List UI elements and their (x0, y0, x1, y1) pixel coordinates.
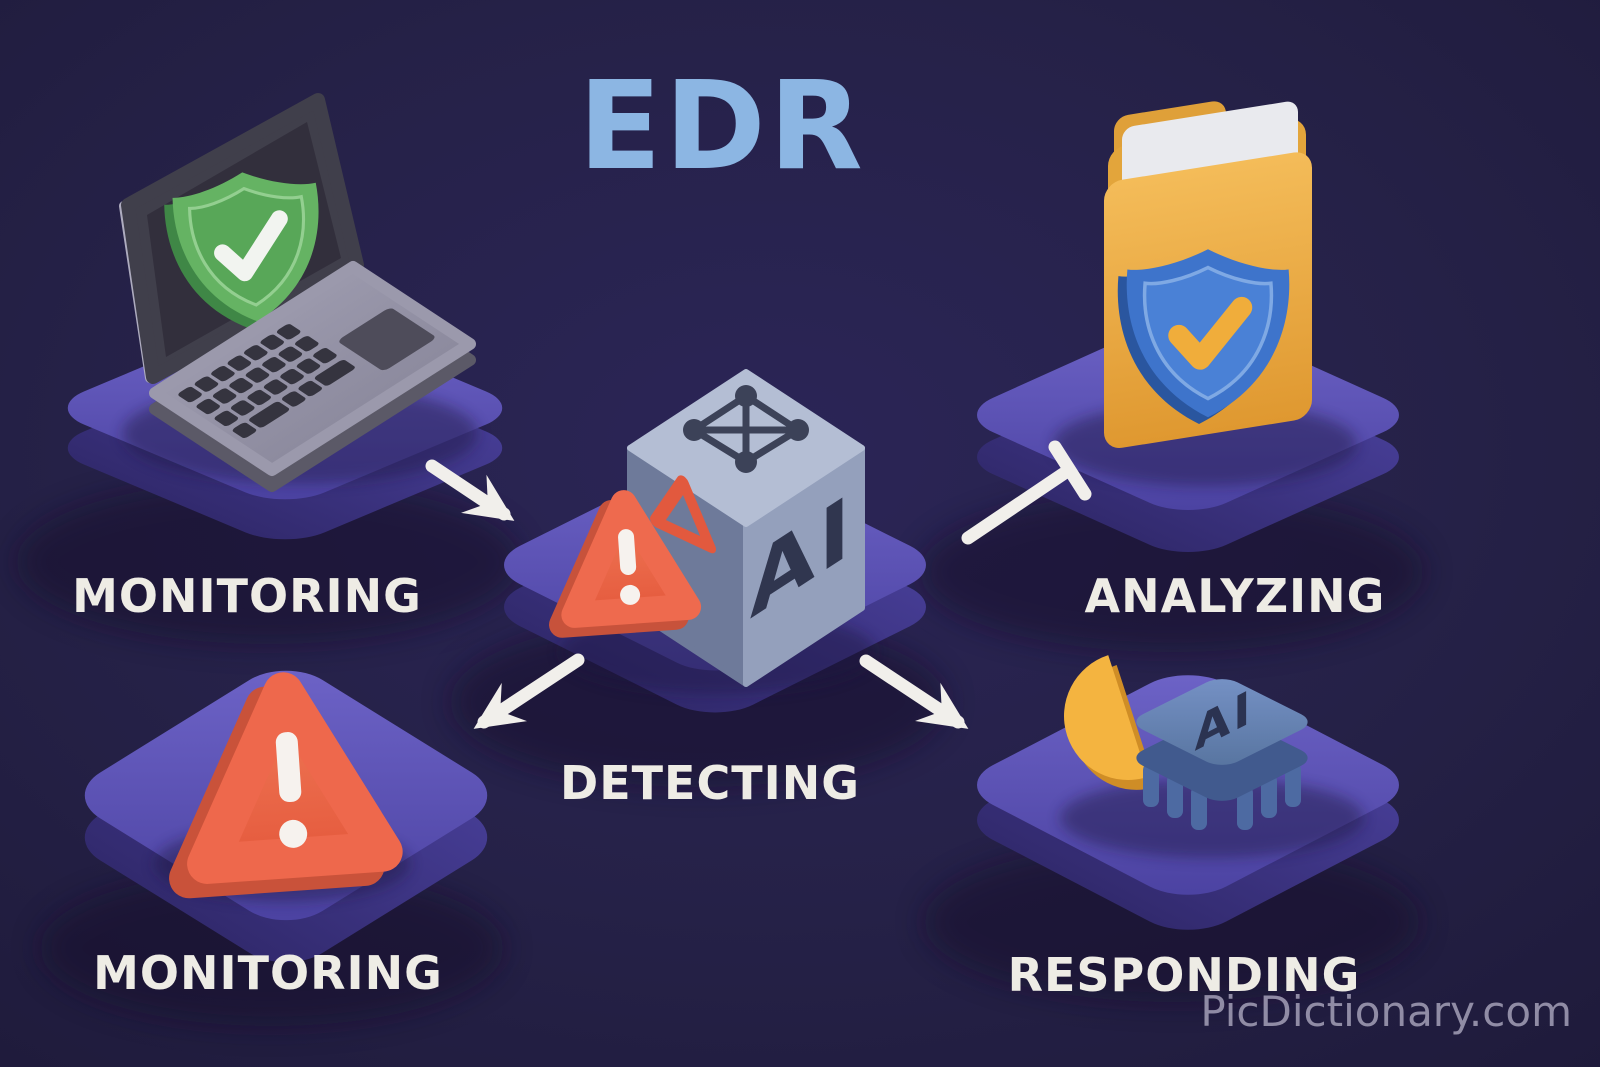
station-analyzing: ANALYZING (920, 101, 1424, 652)
label-monitoring-bottom: MONITORING (93, 946, 443, 1000)
arrow-detecting-to-responding (859, 654, 969, 729)
network-graph-icon (683, 385, 809, 473)
exclamation-bar (618, 529, 637, 575)
flow-arrows (425, 440, 1092, 729)
platform-shadow (920, 492, 1424, 652)
pie-chart-icon (1064, 655, 1157, 790)
exclamation-dot (620, 584, 641, 605)
pie-top (1064, 655, 1148, 780)
arrow-monitoring-to-detecting (425, 459, 515, 521)
ai-chip-pie-icon: AI (1060, 655, 1364, 858)
station-monitoring-bottom: MONITORING (40, 670, 504, 1026)
chip-top (1136, 679, 1308, 765)
chip-pins (1143, 763, 1301, 830)
exclamation-dot (279, 819, 308, 848)
exclamation-bar (275, 732, 302, 803)
watermark: PicDictionary.com (1200, 987, 1572, 1036)
label-analyzing: ANALYZING (1085, 569, 1386, 623)
page-title: EDR (578, 55, 866, 197)
warning-triangle-icon (549, 490, 702, 638)
label-responding: RESPONDING (1008, 948, 1361, 1002)
folder-shield-check-icon (1053, 101, 1357, 486)
platform-shadow (16, 480, 520, 644)
arrow-detecting-to-analyzing (961, 440, 1092, 545)
station-monitoring-top: MONITORING (16, 93, 520, 644)
laptop-shield-check-icon (119, 93, 478, 492)
label-detecting: DETECTING (560, 756, 860, 810)
arrow-t-bar (1048, 440, 1092, 501)
arrow-detecting-to-monitoring (473, 653, 585, 729)
laptop-keyboard (178, 308, 435, 438)
check-icon (1168, 296, 1253, 370)
station-responding: AI RESPONDING (924, 655, 1420, 1002)
warning-triangle-icon (154, 672, 410, 902)
shield-check-icon (164, 172, 319, 329)
check-icon (214, 210, 288, 282)
warning-outline-icon (650, 475, 716, 554)
laptop-trackpad (339, 308, 435, 371)
shield-check-icon (1117, 249, 1290, 425)
ai-cube-warning-icon: AI (549, 369, 876, 694)
label-monitoring-top: MONITORING (72, 569, 422, 623)
